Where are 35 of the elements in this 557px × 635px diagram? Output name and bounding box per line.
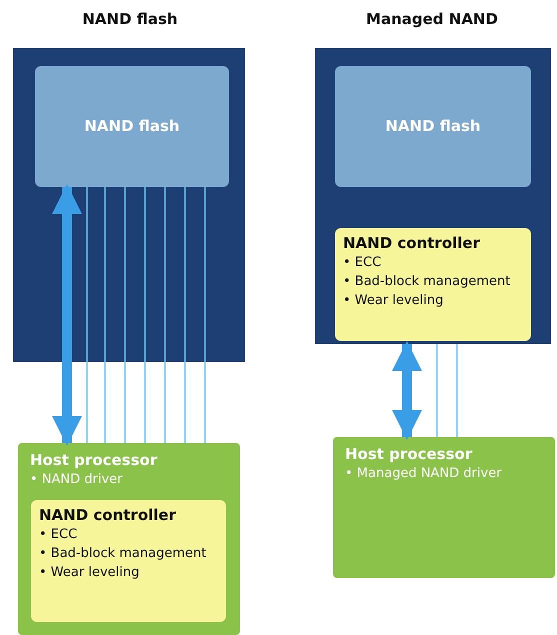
- box-title: NAND flash: [84, 117, 180, 136]
- device-box: [13, 48, 245, 362]
- bullet-item: • NAND driver: [30, 471, 124, 489]
- bullet-item: • Bad-block management: [39, 545, 208, 563]
- signal-line: [86, 187, 88, 443]
- bullet-item: • ECC: [39, 526, 78, 544]
- signal-line: [184, 187, 186, 443]
- signal-line: [204, 187, 206, 443]
- bullet-item: • ECC: [343, 254, 382, 272]
- bullet-item: • Wear leveling: [39, 564, 140, 582]
- signal-line: [124, 187, 126, 443]
- host-processor-box: [18, 443, 240, 635]
- box-title: NAND controller: [343, 234, 481, 253]
- bullet-item: • Bad-block management: [343, 273, 512, 291]
- controller-box: [31, 500, 226, 622]
- box-title: NAND flash: [385, 117, 481, 136]
- signal-line: [456, 344, 458, 437]
- column-heading: NAND flash: [81, 10, 179, 28]
- signal-line: [144, 187, 146, 443]
- flash-memory-box: [35, 66, 229, 187]
- double-arrow: [392, 341, 422, 440]
- box-title: NAND controller: [39, 506, 177, 525]
- flash-memory-box: [335, 66, 531, 187]
- box-title: Host processor: [30, 451, 158, 470]
- double-arrow: [52, 184, 82, 446]
- signal-line: [104, 187, 106, 443]
- controller-box: [335, 228, 531, 341]
- device-box: [315, 48, 551, 344]
- bullet-item: • Managed NAND driver: [345, 465, 503, 483]
- host-processor-box: [333, 437, 555, 578]
- bullet-item: • Wear leveling: [343, 292, 444, 310]
- signal-line: [164, 187, 166, 443]
- signal-line: [436, 344, 438, 437]
- box-title: Host processor: [345, 445, 474, 464]
- column-heading: Managed NAND: [365, 10, 499, 28]
